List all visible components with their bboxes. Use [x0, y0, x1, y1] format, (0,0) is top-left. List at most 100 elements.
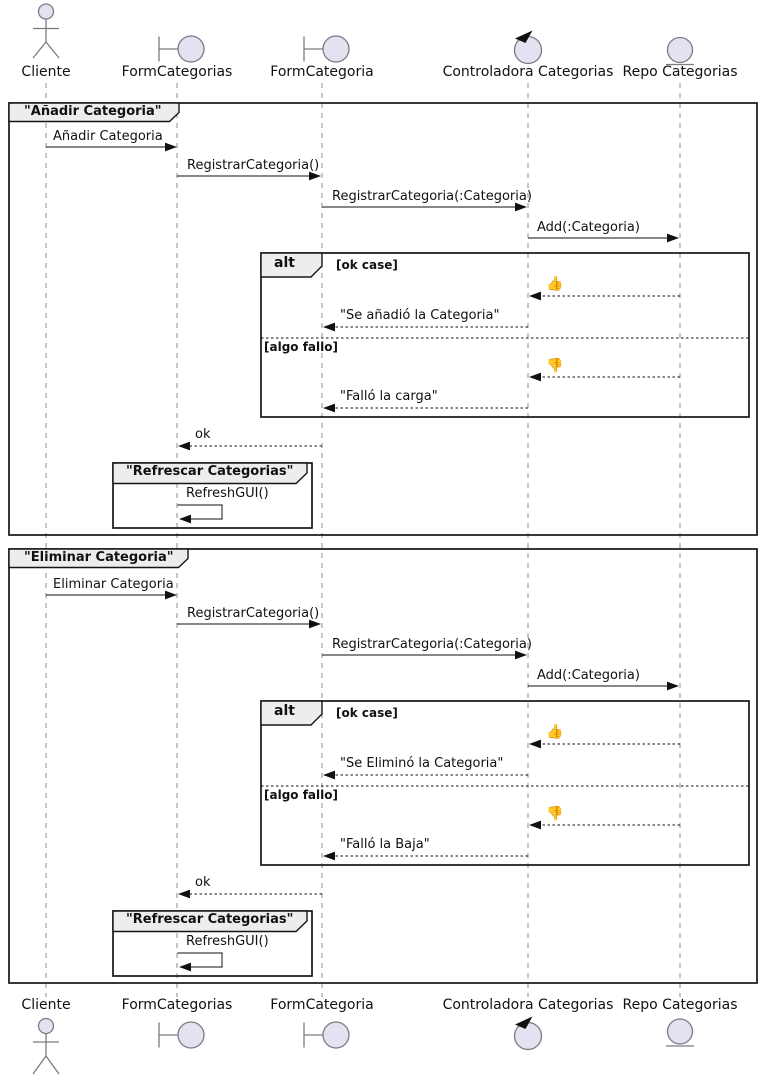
participant-label-formcategorias-bottom: FormCategorias	[121, 997, 233, 1013]
actor-icon-cliente-bottom	[32, 1017, 60, 1075]
frame-border	[8, 102, 758, 536]
alt-frame-2	[260, 700, 750, 866]
alt-frame-1	[260, 252, 750, 418]
arrow-head	[667, 681, 679, 691]
arrow-head	[529, 291, 541, 301]
frame-title-tab	[8, 102, 180, 123]
participant-label-formcategoria-bottom: FormCategoria	[270, 997, 374, 1013]
control-circle	[513, 35, 543, 65]
frame1-subframe-title: "Refrescar Categorias"	[126, 464, 294, 479]
actor-leg-left	[32, 41, 47, 59]
arrow-head	[179, 962, 191, 972]
return-success-1	[323, 322, 528, 332]
lifelines	[45, 83, 681, 997]
thumbs-down-icon: 👎	[546, 358, 564, 374]
boundary-icon-formcategoria-top	[303, 35, 350, 63]
frame2-subframe-title: "Refrescar Categorias"	[126, 912, 294, 927]
arrow-registrar-param-1	[322, 202, 527, 212]
return-fail-2	[323, 851, 528, 861]
alt-border	[260, 252, 750, 418]
self-message-refresh-1	[177, 504, 223, 524]
participant-label-repo-bottom: Repo Categorias	[622, 997, 738, 1013]
alt-border	[260, 700, 750, 866]
arrow-head	[323, 851, 335, 861]
subframe-refrescar-2	[112, 910, 313, 977]
frame2-ret-ok: ok	[195, 875, 211, 890]
participant-label-cliente-bottom: Cliente	[21, 997, 71, 1013]
arrow-registrar-param-2	[322, 650, 527, 660]
arrow-add-2	[528, 681, 679, 691]
boundary-icon-formcategoria-bottom	[303, 1021, 350, 1049]
arrow-head	[323, 403, 335, 413]
boundary-icon-formcategorias-top	[158, 35, 205, 63]
arrow-line	[177, 952, 223, 968]
return-thumbsup-1	[529, 291, 680, 301]
arrow-head	[529, 820, 541, 830]
return-ok-2	[178, 889, 322, 899]
frame2-ret-fail: "Falló la Baja"	[340, 837, 430, 852]
frame1-msg-repo-add: Add(:Categoria)	[537, 220, 640, 235]
control-arrow	[515, 1016, 533, 1029]
frame2-title: "Eliminar Categoria"	[24, 550, 174, 565]
boundary-circle	[177, 35, 205, 63]
alt-title-tab	[260, 252, 323, 278]
arrow-line	[177, 504, 223, 520]
return-success-2	[323, 770, 528, 780]
alt-title-tab	[260, 700, 323, 726]
thumbs-up-icon: 👍	[546, 724, 564, 740]
frame1-msg-registrar-param: RegistrarCategoria(:Categoria)	[332, 189, 532, 204]
arrow-add-1	[528, 233, 679, 243]
return-fail-1	[323, 403, 528, 413]
actor-head	[37, 3, 55, 20]
frame2-msg-registrar-param: RegistrarCategoria(:Categoria)	[332, 637, 532, 652]
return-thumbsup-2	[529, 739, 680, 749]
return-thumbsdown-2	[529, 820, 680, 830]
return-ok-1	[178, 441, 322, 451]
control-circle	[513, 1021, 543, 1051]
actor-leg-left	[32, 1055, 47, 1075]
control-icon-controladora-top	[513, 30, 543, 65]
thumbs-up-icon: 👍	[546, 276, 564, 292]
alt1-guard-fail: [algo fallo]	[264, 340, 338, 354]
alt2-keyword: alt	[274, 703, 295, 719]
alt2-guard-ok: [ok case]	[336, 706, 398, 720]
self-message-refresh-2	[177, 952, 223, 972]
frame1-msg-request: Añadir Categoria	[53, 129, 163, 144]
arrow-registrar-2	[177, 619, 321, 629]
actor-head	[37, 1017, 55, 1035]
arrow-head	[309, 171, 321, 181]
return-thumbsdown-1	[529, 372, 680, 382]
participant-label-formcategorias-top: FormCategorias	[121, 64, 233, 80]
alt1-keyword: alt	[274, 255, 295, 271]
actor-leg-right	[45, 1055, 60, 1075]
frame2-msg-repo-add: Add(:Categoria)	[537, 668, 640, 683]
actor-leg-right	[45, 41, 60, 59]
frame1-msg-registrar: RegistrarCategoria()	[187, 158, 320, 173]
frame1-title: "Añadir Categoria"	[24, 104, 162, 119]
thumbs-down-icon: 👎	[546, 806, 564, 822]
entity-icon-repo-top	[666, 36, 694, 66]
arrow-anadir-categoria	[46, 142, 177, 152]
control-icon-controladora-bottom	[513, 1016, 543, 1051]
arrow-head	[178, 441, 190, 451]
alt1-guard-ok: [ok case]	[336, 258, 398, 272]
subframe-refrescar-1	[112, 462, 313, 529]
participant-label-cliente-top: Cliente	[21, 64, 71, 80]
arrow-head	[309, 619, 321, 629]
entity-circle	[666, 36, 694, 64]
frame-title-tab	[112, 910, 308, 933]
participant-label-repo-top: Repo Categorias	[622, 64, 738, 80]
frame-border	[8, 548, 758, 984]
frame-anadir-categoria	[8, 102, 758, 536]
participant-label-controladora-bottom: Controladora Categorias	[442, 997, 614, 1013]
arrow-head	[165, 590, 177, 600]
entity-circle	[666, 1018, 694, 1045]
participant-label-formcategoria-top: FormCategoria	[270, 64, 374, 80]
participant-label-controladora-top: Controladora Categorias	[442, 64, 614, 80]
frame-eliminar-categoria	[8, 548, 758, 984]
arrow-head	[179, 514, 191, 524]
alt2-guard-fail: [algo fallo]	[264, 788, 338, 802]
arrow-head	[529, 739, 541, 749]
boundary-icon-formcategorias-bottom	[158, 1021, 205, 1049]
